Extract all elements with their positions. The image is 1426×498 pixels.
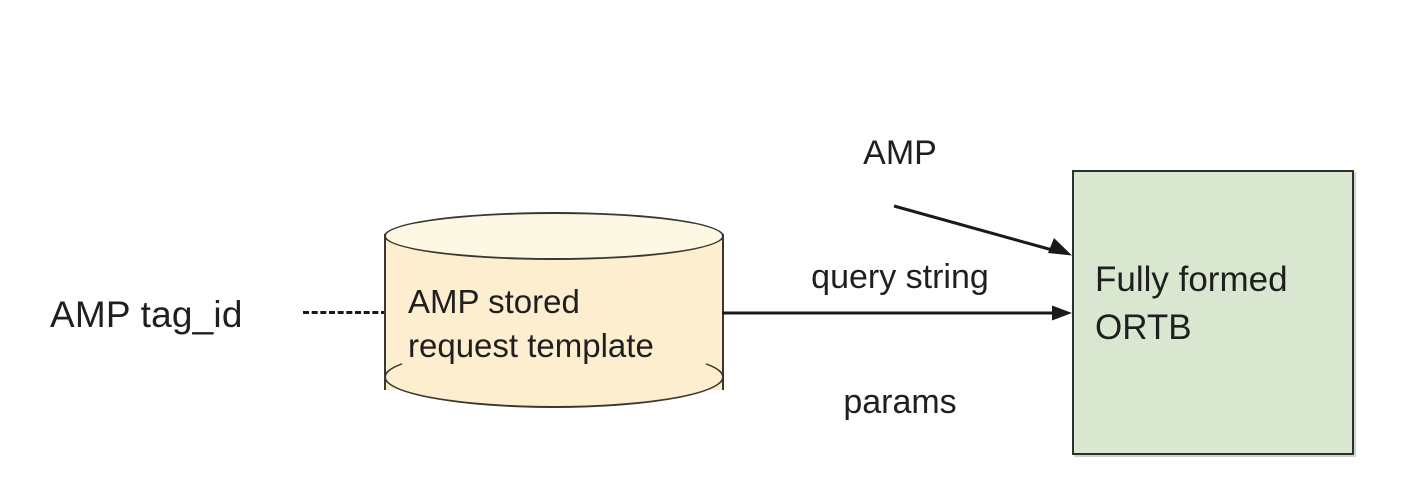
cylinder-bottom-mask: [386, 338, 722, 362]
cylinder-top-ellipse: [384, 212, 724, 260]
label-amp-query-string-params: AMP query string params: [770, 50, 1030, 498]
node-fully-formed-ortb[interactable]: Fully formed ORTB: [1072, 170, 1354, 455]
ortb-label-line-1: Fully formed: [1095, 260, 1288, 299]
ortb-label-line-2: ORTB: [1095, 308, 1192, 348]
connector-tag-id-to-template: [303, 311, 387, 314]
label-amp-tag-id: AMP tag_id: [50, 294, 243, 335]
label-qs-line-2: query string: [811, 258, 989, 297]
connector-query-params-to-ortb: [893, 204, 1072, 256]
cylinder-label-line-2: request template: [408, 326, 654, 364]
arrowhead-icon: [1048, 238, 1072, 256]
label-qs-line-1: AMP: [863, 133, 937, 172]
label-qs-line-3: params: [843, 382, 957, 421]
node-label-amp-stored-request-template: AMP stored request template: [408, 280, 654, 368]
arrowhead-icon: [1052, 305, 1072, 321]
node-amp-stored-request-template[interactable]: AMP stored request template: [384, 212, 724, 412]
node-label-fully-formed-ortb: Fully formed ORTB: [1095, 256, 1288, 353]
cylinder-label-line-1: AMP stored: [408, 283, 580, 320]
connector-template-to-ortb: [722, 305, 1072, 321]
